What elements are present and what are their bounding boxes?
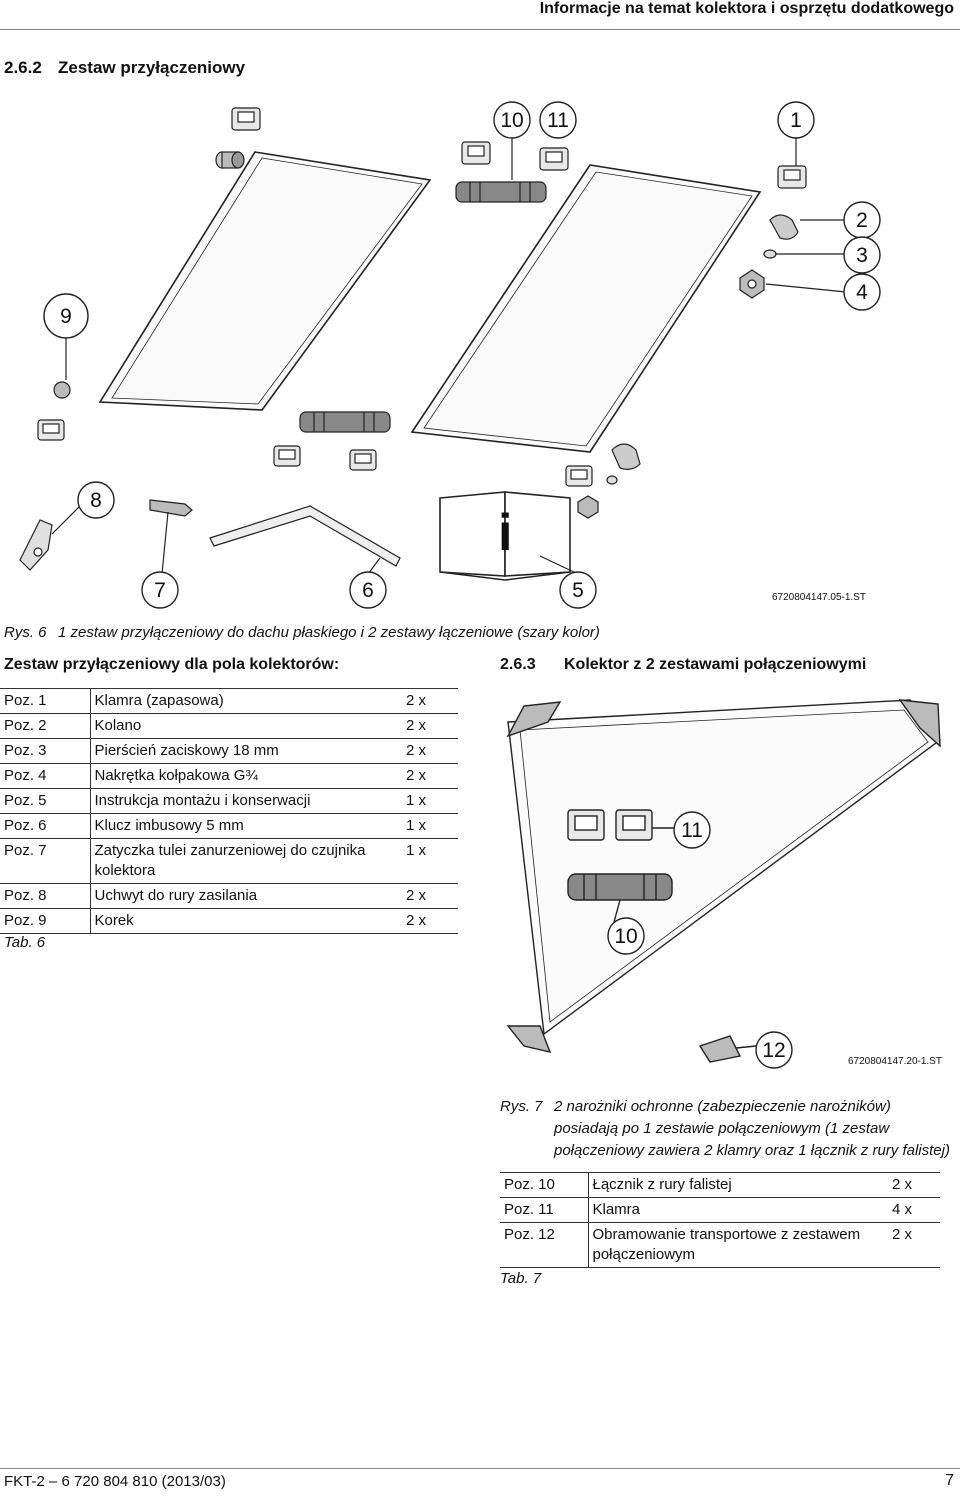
- pos-cell: Poz. 4: [0, 763, 90, 789]
- collector-panel: [507, 699, 941, 1036]
- qty-cell: 2 x: [402, 908, 458, 934]
- pos-cell: Poz. 3: [0, 738, 90, 764]
- desc-cell: Uchwyt do rury zasilania: [89, 883, 402, 909]
- corrugated-tube-top: [455, 181, 547, 203]
- pos-cell: Poz. 5: [0, 788, 90, 814]
- desc-cell: Klamra: [587, 1197, 888, 1223]
- callout-3: 3: [856, 244, 868, 267]
- desc-cell: Klamra (zapasowa): [89, 688, 402, 714]
- table-6-caption: Tab. 6: [4, 934, 46, 951]
- figure-1-caption-text: 1 zestaw przyłączeniowy do dachu płaskie…: [58, 624, 600, 641]
- figure-1-doc-id: 6720804147.05-1.ST: [772, 592, 866, 603]
- callout-9: 9: [60, 305, 72, 328]
- section-title: 2.6.2 Zestaw przyłączeniowy: [4, 58, 245, 78]
- figure-2-doc-id: 6720804147.20-1.ST: [848, 1056, 942, 1067]
- callout-12: 12: [762, 1039, 785, 1062]
- right-collector-panel: [410, 164, 762, 453]
- desc-cell: Korek: [89, 908, 402, 934]
- qty-cell: 4 x: [888, 1197, 940, 1223]
- section-2-number: 2.6.3: [500, 656, 536, 673]
- table-6-heading: Zestaw przyłączeniowy dla pola kolektoró…: [4, 656, 340, 673]
- section-2-heading: 2.6.3 Kolektor z 2 zestawami połączeniowy…: [500, 656, 866, 674]
- svg-text:i: i: [498, 504, 512, 562]
- desc-cell: Pierścień zaciskowy 18 mm: [89, 738, 402, 764]
- figure-2-caption-text: 2 narożniki ochronne (zabezpieczenie nar…: [554, 1098, 950, 1159]
- qty-cell: 1 x: [402, 838, 458, 884]
- plug-top-left: [215, 151, 245, 169]
- pos-cell: Poz. 2: [0, 713, 90, 739]
- qty-cell: 2 x: [402, 738, 458, 764]
- section-2-title: Kolektor z 2 zestawami połączeniowymi: [564, 656, 867, 673]
- figure-1-illustration: i: [0, 80, 960, 620]
- header-rule: [0, 29, 960, 30]
- page-number: 7: [945, 1472, 954, 1489]
- callout-1: 1: [790, 109, 802, 132]
- qty-cell: 2 x: [402, 883, 458, 909]
- callout-5: 5: [572, 579, 584, 602]
- manual-book-icon: i: [439, 491, 571, 581]
- page-header: Informacje na temat kolektora i osprzętu…: [539, 0, 954, 17]
- desc-cell: Klucz imbusowy 5 mm: [89, 813, 402, 839]
- desc-cell: Obramowanie transportowe z zestawem połą…: [587, 1222, 888, 1268]
- desc-cell: Kolano: [89, 713, 402, 739]
- callout-4: 4: [856, 281, 868, 304]
- footer-doc-ref: FKT-2 – 6 720 804 810 (2013/03): [4, 1473, 226, 1490]
- callout-6: 6: [362, 579, 374, 602]
- pos-cell: Poz. 12: [500, 1222, 588, 1268]
- callout-10: 10: [614, 925, 637, 948]
- pos-cell: Poz. 9: [0, 908, 90, 934]
- figure-2-caption: Rys. 7 2 narożniki ochronne (zabezpiecze…: [500, 1096, 956, 1162]
- pos-cell: Poz. 8: [0, 883, 90, 909]
- figure-1-caption: Rys. 6 1 zestaw przyłączeniowy do dachu p…: [4, 622, 944, 644]
- pos-cell: Poz. 11: [500, 1197, 588, 1223]
- pos-cell: Poz. 1: [0, 688, 90, 714]
- section-number: 2.6.2: [4, 58, 42, 77]
- left-collector-panel: [98, 151, 432, 411]
- callout-2: 2: [856, 209, 868, 232]
- qty-cell: 2 x: [402, 763, 458, 789]
- callout-11: 11: [681, 819, 703, 842]
- desc-cell: Nakrętka kołpakowa G¾: [89, 763, 402, 789]
- qty-cell: 2 x: [888, 1172, 940, 1198]
- figure-2-illustration: 11 10 12 6720804147.20-1.ST: [500, 686, 960, 1076]
- table-7-caption: Tab. 7: [500, 1270, 542, 1287]
- qty-cell: 2 x: [888, 1222, 940, 1268]
- pos-cell: Poz. 10: [500, 1172, 588, 1198]
- qty-cell: 2 x: [402, 688, 458, 714]
- desc-cell: Łącznik z rury falistej: [587, 1172, 888, 1198]
- callout-10: 10: [500, 109, 523, 132]
- qty-cell: 1 x: [402, 813, 458, 839]
- footer-rule: [0, 1468, 960, 1469]
- figure-2-caption-label: Rys. 7: [500, 1098, 543, 1115]
- qty-cell: 1 x: [402, 788, 458, 814]
- section-title-text: Zestaw przyłączeniowy: [58, 58, 246, 77]
- clamp-top-left: [231, 107, 261, 131]
- figure-1-caption-label: Rys. 6: [4, 624, 47, 641]
- callout-7: 7: [154, 579, 166, 602]
- qty-cell: 2 x: [402, 713, 458, 739]
- pos-cell: Poz. 6: [0, 813, 90, 839]
- callout-11: 11: [547, 109, 569, 132]
- desc-cell: Zatyczka tulei zanurzeniowej do czujnika…: [89, 838, 402, 884]
- pos-cell: Poz. 7: [0, 838, 90, 884]
- callout-8: 8: [90, 489, 102, 512]
- desc-cell: Instrukcja montażu i konserwacji: [89, 788, 402, 814]
